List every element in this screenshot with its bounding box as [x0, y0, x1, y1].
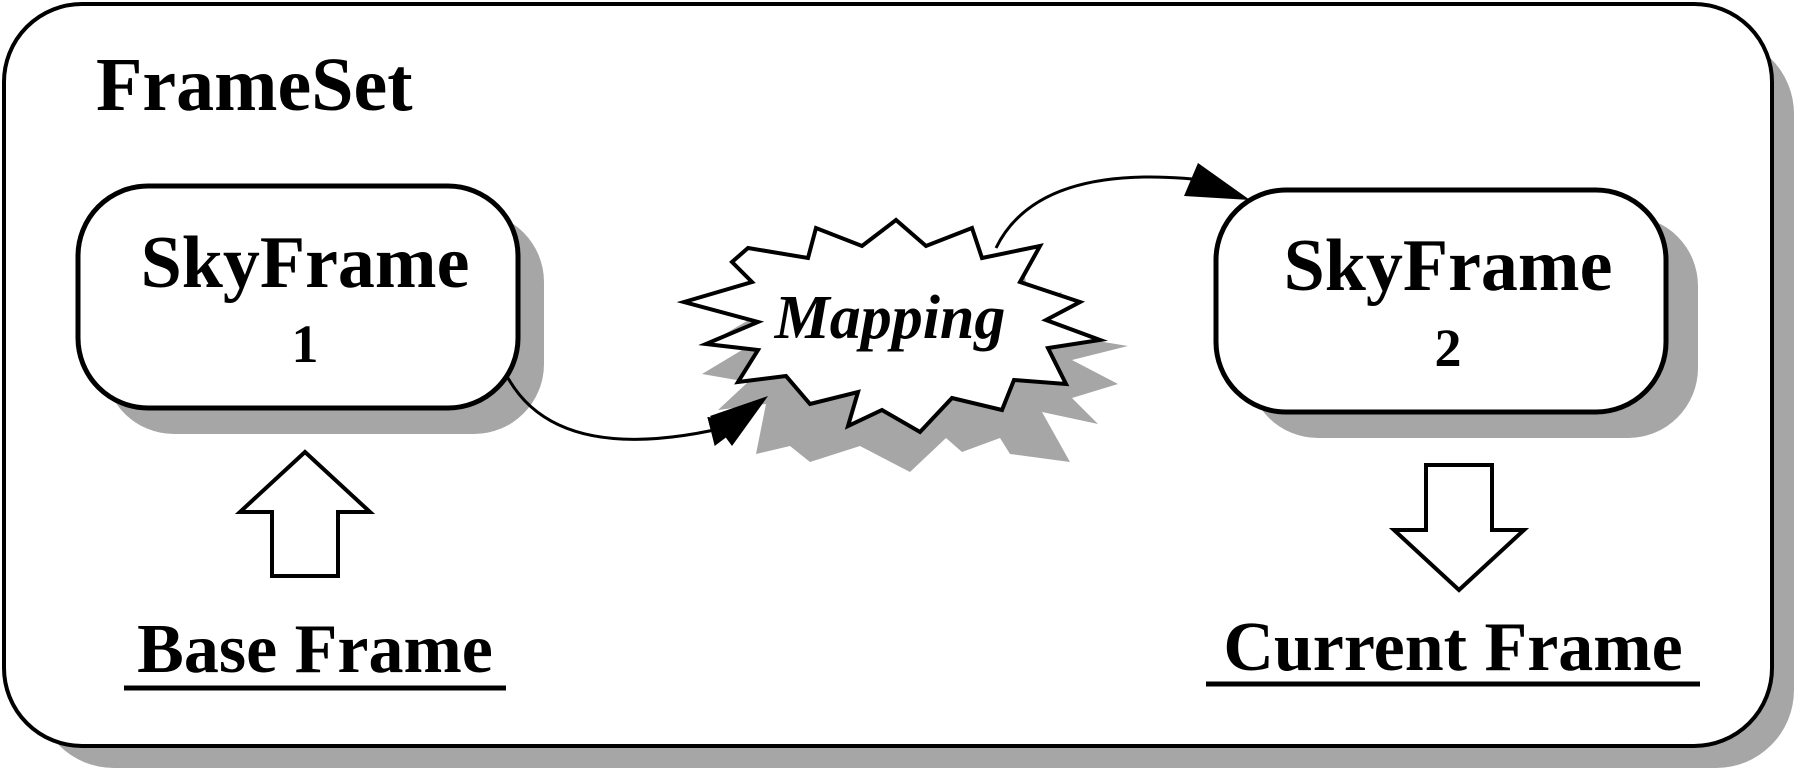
skyframe-1: SkyFrame 1	[75, 183, 544, 434]
skyframe-2-box	[1213, 187, 1669, 415]
arrow-frame1-to-mapping	[506, 377, 768, 446]
arrow-frame1-to-mapping-line	[506, 377, 746, 446]
mapping-label: Mapping	[774, 284, 1006, 352]
mapping-starburst	[676, 217, 1108, 435]
base-frame-indicator: Base Frame	[124, 449, 506, 691]
down-arrow-icon	[1388, 463, 1530, 593]
arrow-mapping-to-frame2	[994, 163, 1250, 249]
skyframe-2-name: SkyFrame	[1284, 225, 1613, 307]
skyframe-2: SkyFrame 2	[1213, 187, 1698, 438]
skyframe-1-index: 1	[292, 314, 319, 374]
skyframe-1-box	[75, 183, 521, 411]
current-frame-indicator: Current Frame	[1206, 463, 1700, 687]
frameset-title: FrameSet	[96, 43, 413, 127]
base-frame-label: Base Frame	[137, 611, 493, 688]
arrow-mapping-to-frame2-head	[1184, 163, 1250, 200]
arrow-frame1-to-mapping-head	[710, 396, 768, 446]
skyframe-2-index: 2	[1435, 318, 1462, 378]
up-arrow-icon	[234, 449, 376, 578]
arrow-mapping-to-frame2-line	[994, 175, 1221, 249]
current-frame-label: Current Frame	[1223, 609, 1682, 686]
skyframe-1-name: SkyFrame	[141, 222, 470, 304]
mapping-node: Mapping	[676, 217, 1128, 472]
